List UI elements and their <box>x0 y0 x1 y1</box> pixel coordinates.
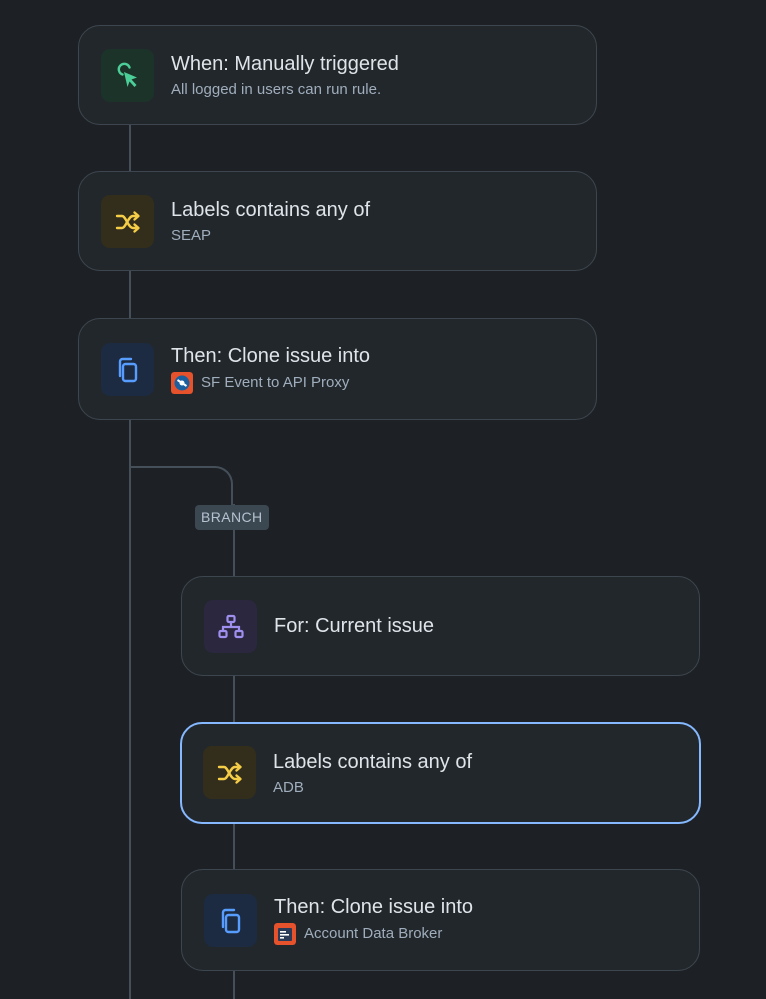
branch-badge: BRANCH <box>195 505 269 530</box>
hierarchy-icon <box>217 614 244 638</box>
action-title: Then: Clone issue into <box>171 345 371 367</box>
branch-title: For: Current issue <box>274 615 435 637</box>
shuffle-icon <box>217 761 242 784</box>
condition-value: ADB <box>273 778 304 796</box>
condition-title: Labels contains any of <box>171 198 371 221</box>
cursor-click-icon <box>117 62 137 87</box>
action-title: Then: Clone issue into <box>274 896 474 918</box>
branch-for-card[interactable]: For: Current issue <box>181 576 700 676</box>
condition-value: SEAP <box>171 226 212 244</box>
condition-icon-box <box>203 746 256 799</box>
branch-icon-box <box>204 600 257 653</box>
action-icon-box <box>101 343 154 396</box>
trigger-subtitle: All logged in users can run rule. <box>171 80 382 98</box>
copy-icon <box>118 357 137 382</box>
condition-card-seap[interactable]: Labels contains any of SEAP <box>78 171 597 271</box>
condition-title: Labels contains any of <box>273 750 473 773</box>
action-icon-box <box>204 894 257 947</box>
condition-card-adb[interactable]: Labels contains any of ADB <box>180 722 701 824</box>
action-project: SF Event to API Proxy <box>171 372 580 394</box>
action-project-name: Account Data Broker <box>304 925 443 942</box>
copy-icon <box>221 908 240 933</box>
action-project: Account Data Broker <box>274 923 683 945</box>
connector-line-main <box>129 124 131 999</box>
condition-icon-box <box>101 195 154 248</box>
clone-action-card-proxy[interactable]: Then: Clone issue into SF Event to API P… <box>78 318 597 420</box>
project-avatar-broker-icon <box>274 923 296 945</box>
clone-action-card-broker[interactable]: Then: Clone issue into Account Data Brok… <box>181 869 700 971</box>
trigger-card[interactable]: When: Manually triggered All logged in u… <box>78 25 597 125</box>
branch-connector-curve <box>130 466 233 506</box>
trigger-icon-box <box>101 49 154 102</box>
shuffle-icon <box>115 210 140 233</box>
trigger-title: When: Manually triggered <box>171 52 399 75</box>
action-project-name: SF Event to API Proxy <box>201 374 350 391</box>
project-avatar-proxy-icon <box>171 372 193 394</box>
